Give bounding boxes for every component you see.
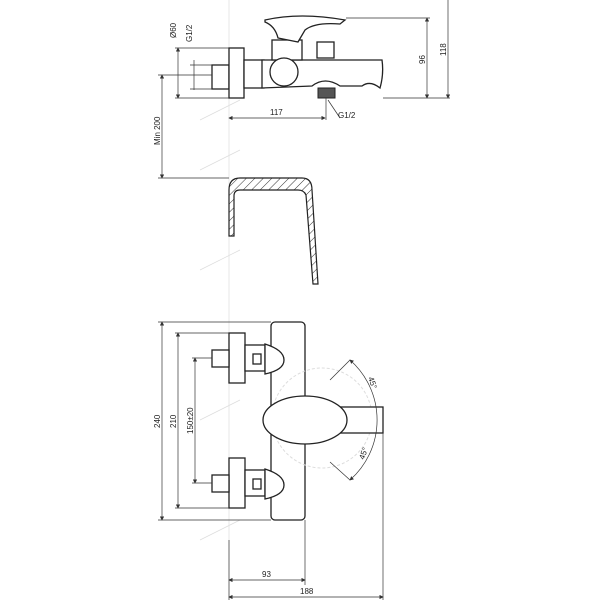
dim-total-depth: 188 <box>300 587 314 596</box>
angle-down: 45° <box>357 446 370 460</box>
front-view-faucet <box>211 321 384 521</box>
dim-inlet-outer: 210 <box>169 414 178 428</box>
dim-flange-diameter: Ø60 <box>169 22 178 38</box>
side-view-dimensions <box>158 0 451 179</box>
dim-wall-to-outlet: 117 <box>270 108 283 117</box>
dim-inlet-spacing: 150±20 <box>186 407 195 434</box>
dim-outlet-thread: G1/2 <box>338 111 356 120</box>
dim-total-height: 240 <box>153 414 162 428</box>
bathtub-section <box>228 177 319 285</box>
front-view-dimensions <box>158 321 384 600</box>
dim-body-depth: 93 <box>262 570 271 579</box>
dim-height-total: 118 <box>439 43 448 56</box>
dim-inlet-thread: G1/2 <box>185 24 194 42</box>
angle-up: 45° <box>366 376 379 390</box>
side-view-faucet <box>211 15 384 99</box>
dim-min-height: Min 200 <box>153 116 162 145</box>
dim-height-body: 96 <box>418 55 427 64</box>
